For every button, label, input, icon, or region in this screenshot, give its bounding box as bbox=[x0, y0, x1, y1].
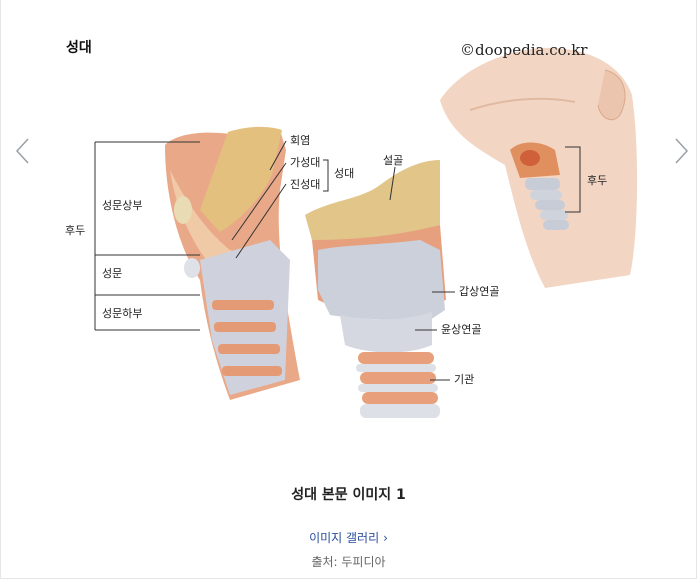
label-epiglottis: 회염 bbox=[290, 134, 311, 147]
label-supraglottis: 성문상부 bbox=[102, 199, 143, 212]
image-caption: 성대 본문 이미지 1 bbox=[291, 487, 406, 503]
copyright-watermark: ©doopedia.co.kr bbox=[460, 41, 588, 59]
label-glottis: 성문 bbox=[102, 267, 123, 280]
label-trachea: 기관 bbox=[454, 373, 475, 386]
sagittal-larynx-illustration bbox=[165, 126, 300, 400]
label-leader-lines bbox=[94, 140, 455, 381]
frontal-larynx-illustration bbox=[305, 160, 446, 418]
label-true-cord: 진성대 bbox=[290, 178, 321, 191]
image-title: 성대 bbox=[66, 40, 92, 56]
next-arrow-icon[interactable] bbox=[670, 136, 694, 166]
label-false-cord: 가성대 bbox=[290, 156, 321, 169]
image-gallery-link[interactable]: 이미지 갤러리› bbox=[0, 529, 697, 546]
label-hyoid: 설골 bbox=[383, 154, 404, 167]
neck-inset-illustration bbox=[440, 47, 638, 288]
label-thyroid-cartilage: 갑상연골 bbox=[459, 285, 500, 298]
larynx-illustration bbox=[94, 47, 638, 418]
chevron-right-icon: › bbox=[383, 531, 388, 545]
label-vocal-cord: 성대 bbox=[334, 167, 355, 180]
label-subglottis: 성문하부 bbox=[102, 307, 143, 320]
image-source: 출처: 두피디아 bbox=[311, 555, 386, 569]
label-cricoid-cartilage: 윤상연골 bbox=[441, 323, 482, 336]
previous-arrow-icon[interactable] bbox=[12, 136, 36, 166]
label-larynx: 후두 bbox=[65, 224, 86, 237]
image-gallery-label: 이미지 갤러리 bbox=[309, 531, 380, 545]
label-inset-larynx: 후두 bbox=[587, 174, 608, 187]
